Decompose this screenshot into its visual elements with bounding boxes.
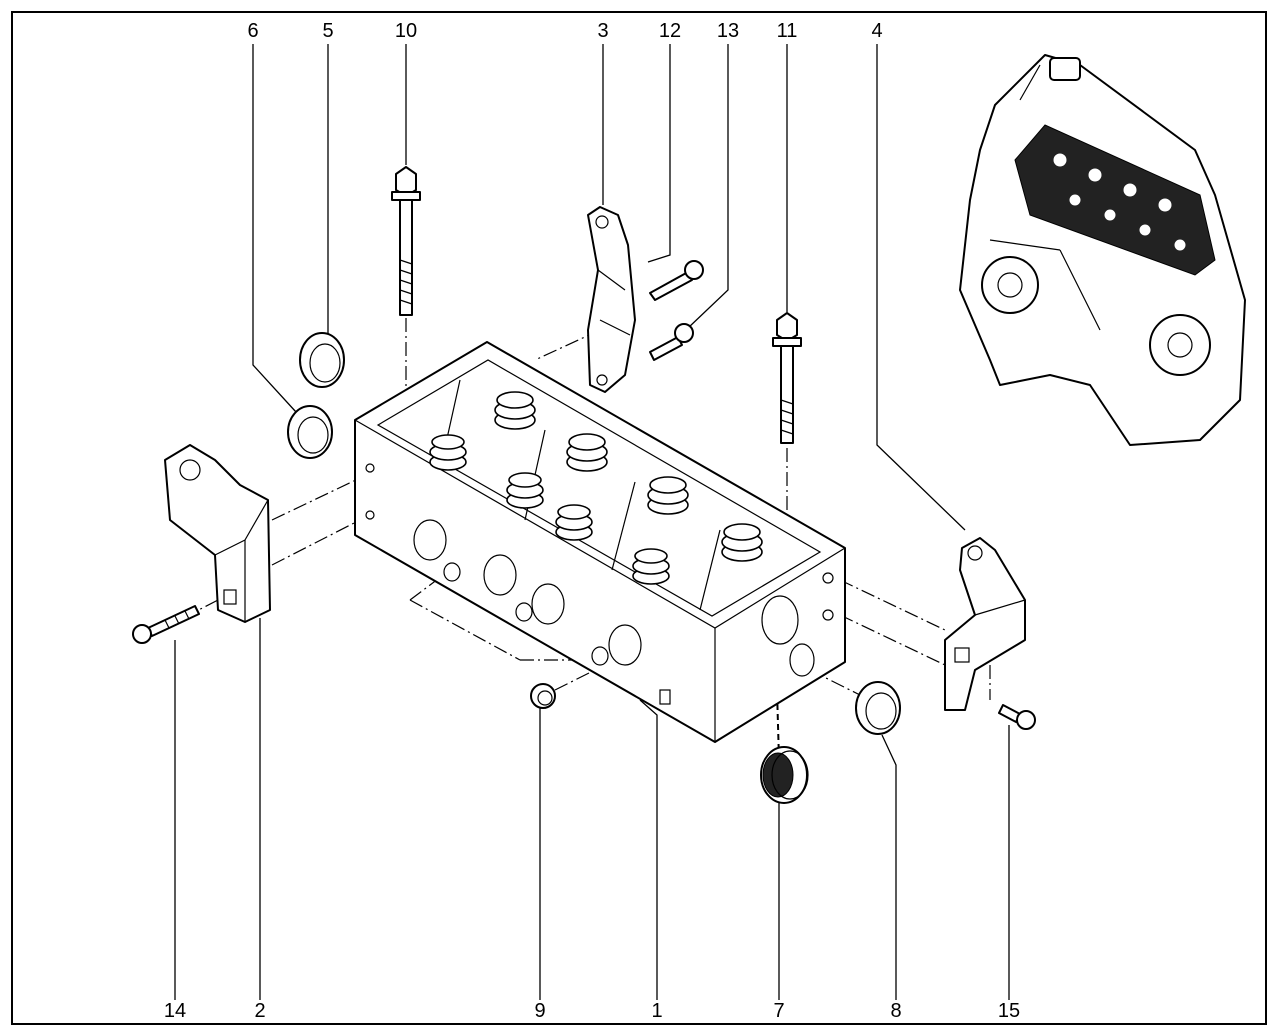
head-bolt-part-10 bbox=[391, 166, 421, 316]
lifting-bracket-part-4 bbox=[944, 537, 1026, 711]
callout-9: 9 bbox=[534, 1000, 545, 1022]
seal-insertion-arrow-line bbox=[775, 654, 780, 761]
seal-part-6 bbox=[287, 405, 333, 459]
callout-12: 12 bbox=[659, 20, 681, 42]
seal-part-7 bbox=[760, 746, 809, 804]
lifting-bracket-part-3 bbox=[587, 206, 636, 393]
callout-3: 3 bbox=[597, 20, 608, 42]
callout-15: 15 bbox=[998, 1000, 1020, 1022]
diagram-frame bbox=[11, 11, 1267, 1025]
callout-1: 1 bbox=[651, 1000, 662, 1022]
callout-6: 6 bbox=[247, 20, 258, 42]
callout-4: 4 bbox=[871, 20, 882, 42]
engine-locator-thumbnail bbox=[959, 54, 1246, 446]
bolt-part-12 bbox=[649, 260, 704, 301]
lifting-bracket-part-2 bbox=[164, 444, 271, 623]
callout-14: 14 bbox=[164, 1000, 186, 1022]
callout-13: 13 bbox=[717, 20, 739, 42]
seal-part-8 bbox=[855, 681, 901, 735]
cylinder-head-part-1 bbox=[354, 341, 846, 743]
leader-lines bbox=[174, 44, 1010, 1000]
bolt-part-14 bbox=[132, 605, 200, 644]
head-bolt-part-11 bbox=[772, 312, 802, 444]
bolt-part-15 bbox=[998, 704, 1036, 730]
callout-2: 2 bbox=[254, 1000, 265, 1022]
callout-10: 10 bbox=[395, 20, 417, 42]
callout-7: 7 bbox=[773, 1000, 784, 1022]
valve-springs bbox=[429, 391, 763, 585]
callout-8: 8 bbox=[890, 1000, 901, 1022]
callout-11: 11 bbox=[777, 20, 798, 42]
seal-part-5 bbox=[299, 332, 345, 388]
plug-part-9 bbox=[530, 683, 556, 709]
bolt-part-13 bbox=[649, 323, 694, 361]
callout-5: 5 bbox=[322, 20, 333, 42]
